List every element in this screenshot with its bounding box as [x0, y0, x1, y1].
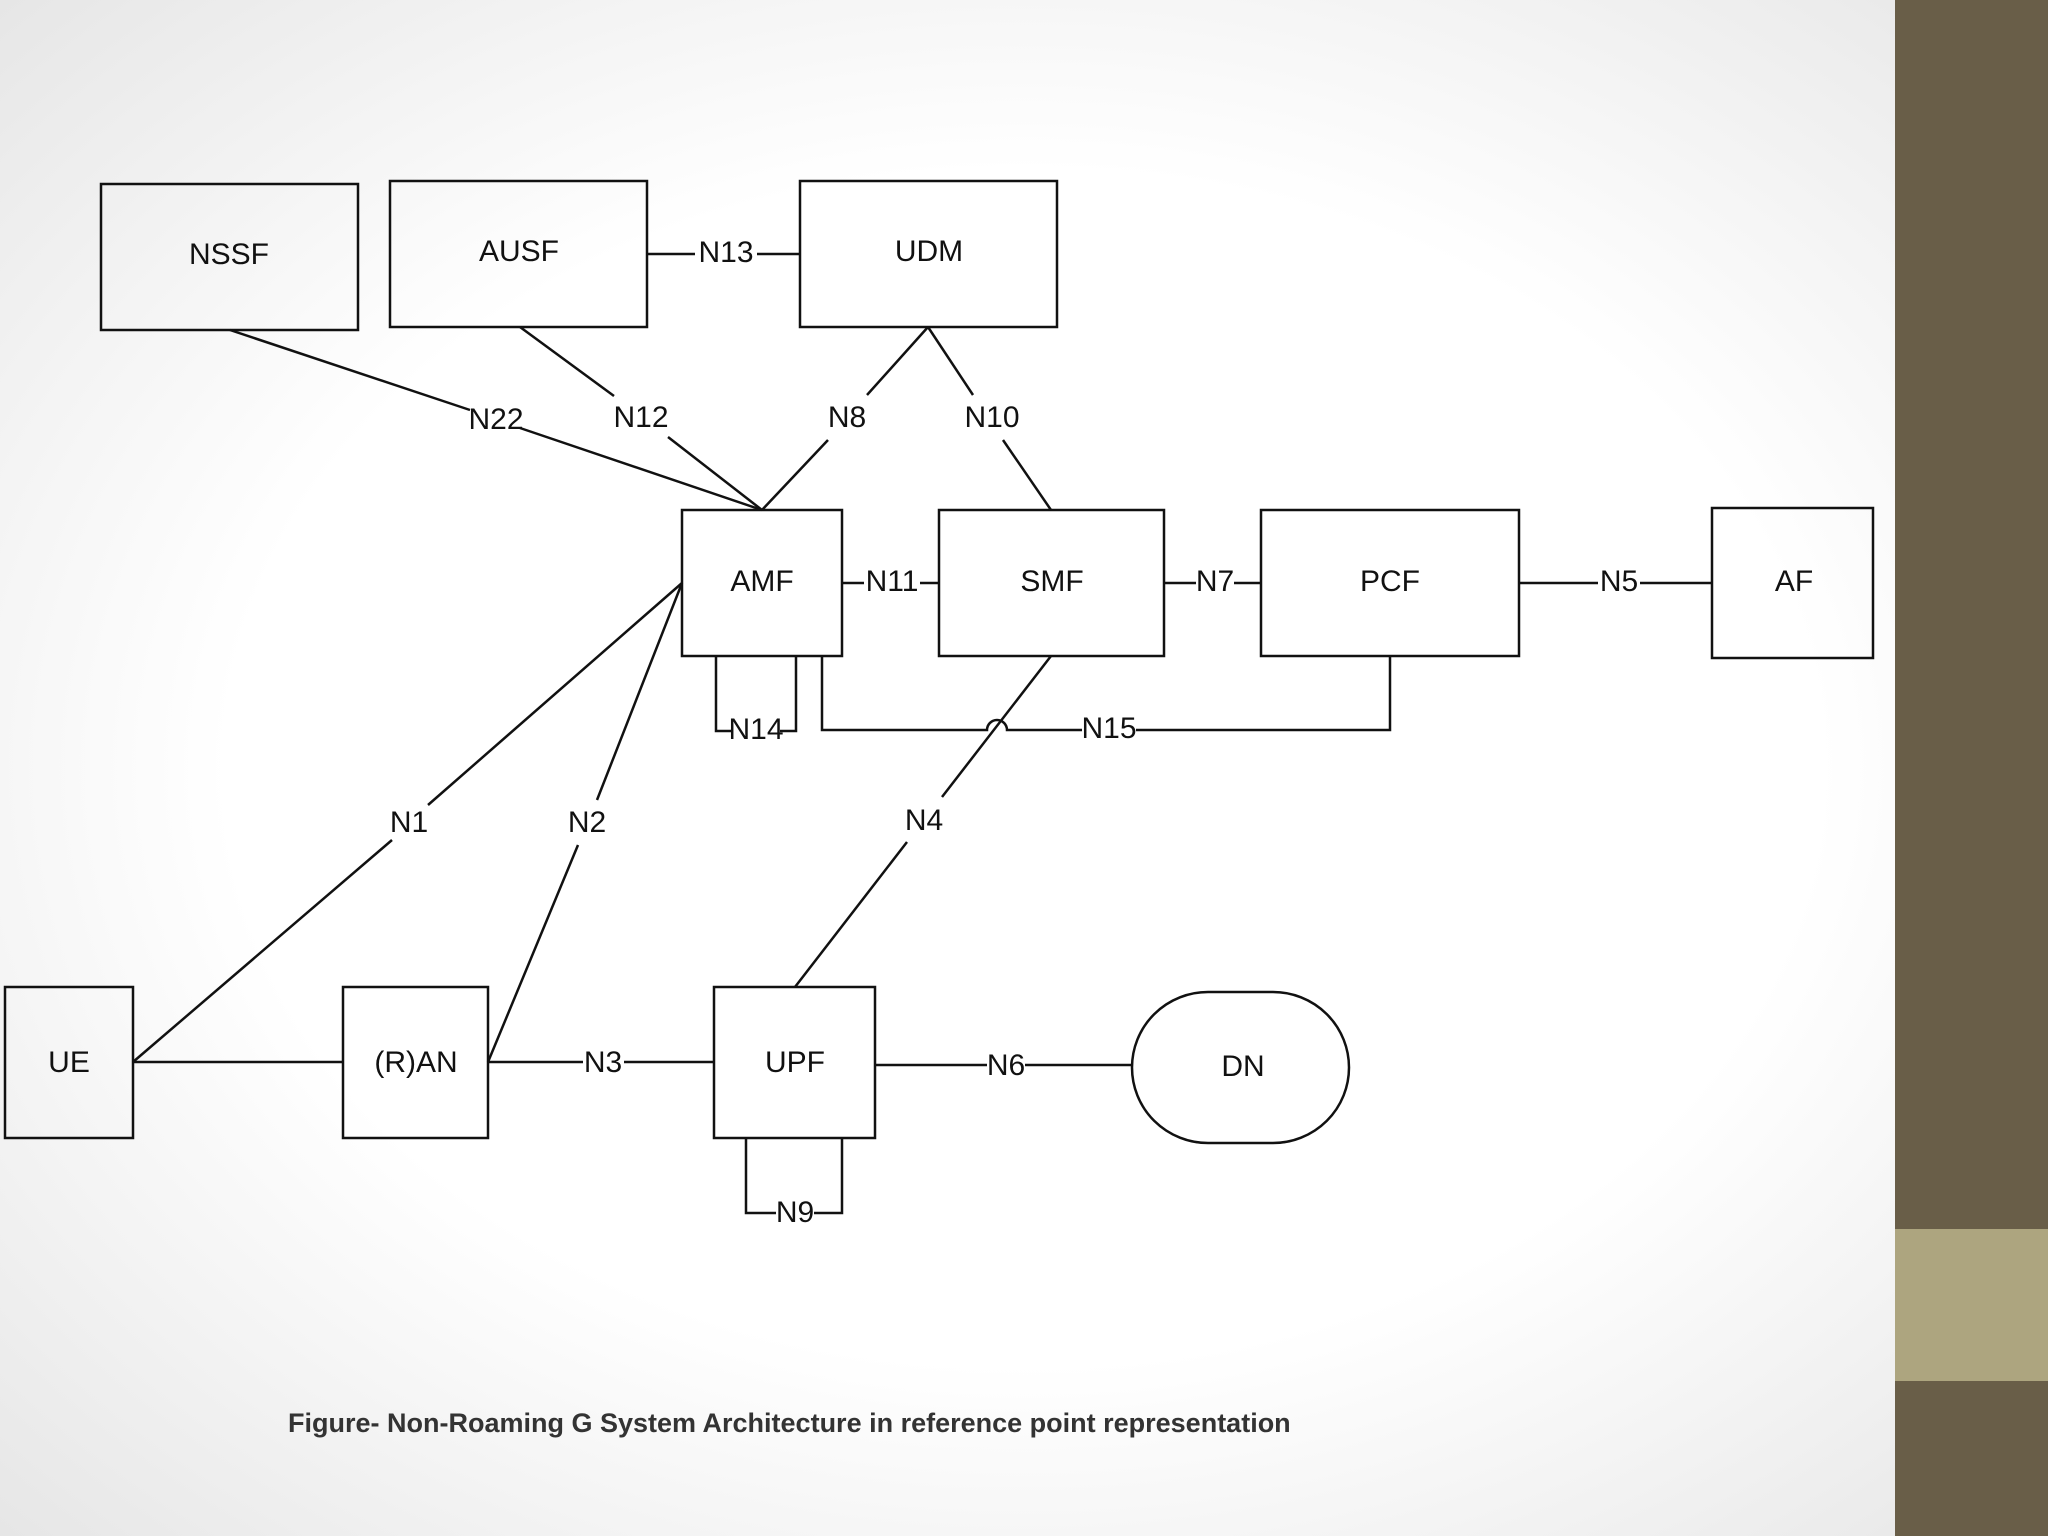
- n14-label: N14: [728, 713, 783, 746]
- n7-label: N7: [1196, 565, 1234, 598]
- link-amf-pcf: [820, 656, 1082, 732]
- loop-upf-n9: [814, 1138, 844, 1215]
- link-udm-smf: [926, 326, 975, 396]
- n9-label: N9: [776, 1196, 814, 1229]
- n6-label: N6: [987, 1049, 1025, 1082]
- link-nssf-amf: [229, 328, 471, 412]
- link-udm-amf: [761, 439, 829, 511]
- upf-label: UPF: [765, 1046, 825, 1079]
- n15-label: N15: [1081, 712, 1136, 745]
- loop-upf-n9: [744, 1138, 776, 1215]
- nssf-box: [99, 182, 360, 332]
- n22-label: N22: [468, 403, 523, 436]
- link-amf-pcf: [1136, 656, 1392, 732]
- ausf-label: AUSF: [479, 235, 559, 268]
- link-udm-smf: [1001, 439, 1053, 511]
- architecture-diagram: NSSF AUSF UDM AMF SMF PCF AF UE (R)AN UP…: [3, 179, 1875, 1229]
- n4-label: N4: [905, 804, 943, 837]
- af-label: AF: [1775, 565, 1813, 598]
- figure-caption: Figure- Non-Roaming G System Architectur…: [288, 1408, 1291, 1438]
- n2-label: N2: [568, 806, 606, 839]
- n1-label: N1: [390, 806, 428, 839]
- nssf-label: NSSF: [189, 238, 269, 271]
- n5-label: N5: [1600, 565, 1638, 598]
- link-ausf-amf: [519, 325, 615, 398]
- pcf-label: PCF: [1360, 565, 1420, 598]
- amf-label: AMF: [730, 565, 793, 598]
- loop-amf-n14: [714, 656, 732, 733]
- n11-label: N11: [866, 565, 919, 598]
- link-ue-amf: [427, 582, 683, 806]
- n10-label: N10: [964, 401, 1019, 434]
- link-nssf-amf: [519, 426, 763, 512]
- link-ausf-amf: [667, 436, 763, 511]
- n8-label: N8: [828, 401, 866, 434]
- udm-label: UDM: [895, 235, 963, 268]
- link-upf-smf: [941, 655, 1052, 798]
- link-upf-smf: [794, 841, 908, 988]
- link-ue-amf: [132, 839, 393, 1063]
- ue-label: UE: [48, 1046, 90, 1079]
- n13-label: N13: [698, 236, 753, 269]
- dn-label: DN: [1221, 1050, 1264, 1083]
- n12-label: N12: [613, 401, 668, 434]
- sidebar-accent-block: [1895, 1229, 2048, 1381]
- loop-amf-n14: [780, 656, 798, 733]
- smf-label: SMF: [1020, 565, 1083, 598]
- link-ran-amf: [486, 844, 580, 1063]
- ran-label: (R)AN: [374, 1046, 457, 1079]
- link-udm-amf: [866, 326, 929, 396]
- n3-label: N3: [584, 1046, 622, 1079]
- link-ran-amf: [595, 582, 684, 801]
- dn-shape: [1130, 990, 1351, 1145]
